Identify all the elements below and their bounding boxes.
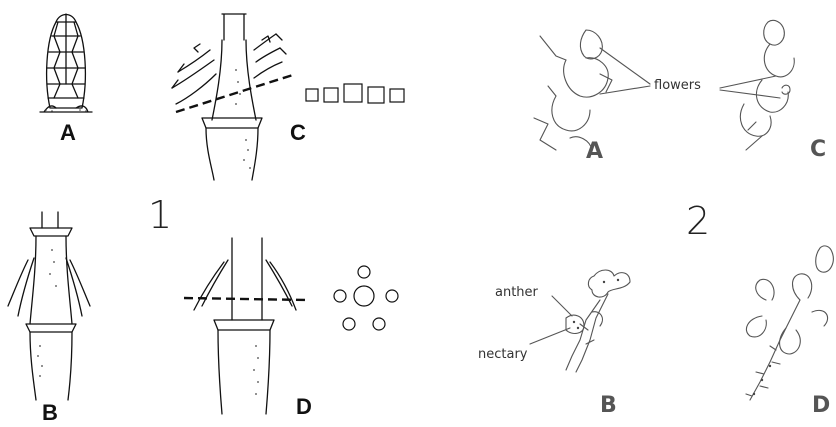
figure-2: flowers A C 2 anther nectary B: [478, 20, 833, 418]
fig2-label-c: C: [810, 137, 826, 162]
fig2-panel-d-drawing: [746, 246, 833, 400]
fig2-annotation-nectary: nectary: [478, 347, 528, 362]
fig1-panel-d-drawing: [194, 238, 296, 414]
fig2-nectary-pointer: [530, 328, 570, 344]
fig1-d-cross-section-circles: [334, 266, 398, 330]
fig1-panel-a-drawing: [40, 14, 92, 112]
fig2-panel-c-drawing: [740, 20, 794, 150]
fig2-anther-pointer: [552, 296, 572, 316]
fig2-panel-b-drawing: [566, 270, 630, 372]
fig1-panel-b-drawing: [8, 212, 90, 400]
fig1-number: 1: [148, 193, 172, 237]
fig2-annotation-anther: anther: [495, 285, 539, 300]
fig1-panel-c-drawing: [172, 14, 286, 180]
fig1-label-d: D: [296, 394, 312, 419]
figure-1: A C 1: [8, 14, 404, 425]
fig1-label-a: A: [60, 120, 76, 145]
fig2-annotation-flowers: flowers: [654, 78, 701, 93]
fig2-label-a: A: [586, 139, 603, 164]
fig1-c-cross-sections: [306, 84, 404, 103]
fig2-number: 2: [686, 199, 710, 243]
fig1-label-b: B: [42, 400, 58, 425]
fig2-label-d: D: [812, 393, 830, 418]
fig1-label-c: C: [290, 120, 306, 145]
fig2-label-b: B: [600, 393, 617, 418]
